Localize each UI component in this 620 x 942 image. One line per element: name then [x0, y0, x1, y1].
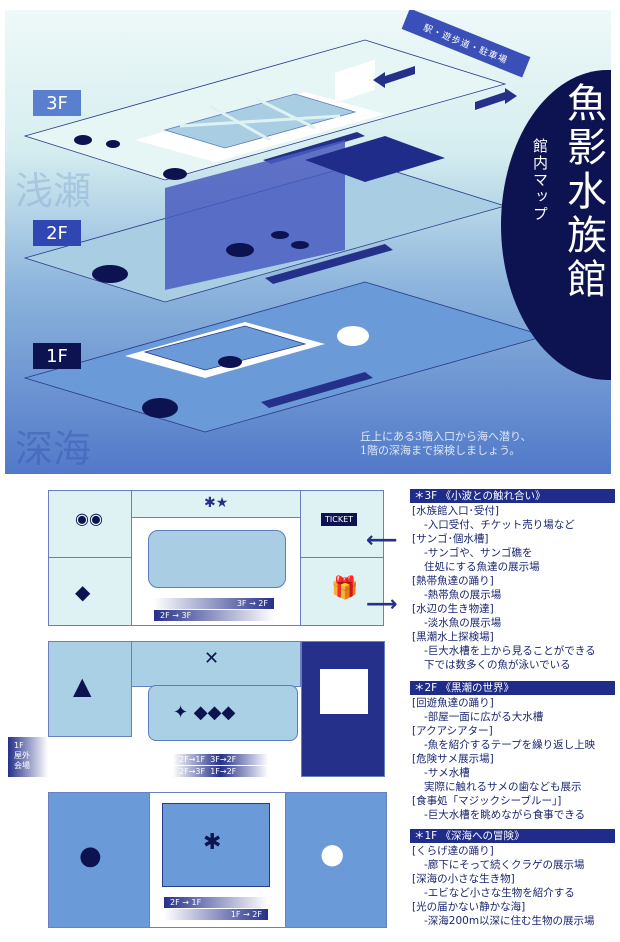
room-gift-shop[interactable]: 🎁: [300, 557, 384, 626]
legend-header-2f: ＊2F 《黒潮の世界》: [410, 681, 615, 695]
outdoor-venue-sign[interactable]: 1F 屋外 会場: [8, 737, 48, 777]
fish-icon: ◆: [75, 580, 91, 604]
lobster-icon: ✱: [203, 830, 222, 855]
legend-2f: ＊2F 《黒潮の世界》 [回遊魚達の踊り] -部屋一面に広がる大水槽 [アクアシ…: [410, 681, 615, 822]
stair-1f-2f[interactable]: 1F → 2F: [164, 909, 268, 920]
hero-caption: 丘上にある3階入口から海へ潜り、 1階の深海まで探検しましょう。: [360, 430, 532, 457]
aquarium-title: 魚影水族館: [560, 82, 606, 302]
room-coral[interactable]: ✱★: [131, 490, 301, 518]
room-small-creatures[interactable]: ✱ 2F → 1F 1F → 2F: [149, 792, 286, 928]
knife-fork-icon: ✕: [204, 648, 220, 669]
room-kuroshio-deck[interactable]: 3F → 2F 2F → 3F: [131, 517, 301, 626]
legend-header-3f: ＊3F 《小波との触れ合い》: [410, 489, 615, 503]
room-tropical-fish[interactable]: ◉◉: [48, 490, 132, 558]
zone-label-deep: 深海: [15, 427, 92, 471]
room-migratory-fish-tank[interactable]: ✦ ◆◆◆: [148, 685, 298, 741]
room-jellyfish[interactable]: ●: [285, 792, 387, 928]
legend-header-1f: ＊1F 《深海への冒険》: [410, 829, 615, 843]
stairs-2f-upper[interactable]: 2F→1F 3F→2F: [173, 754, 268, 765]
entrance-arrow-icon: ⟵: [366, 528, 398, 553]
stairs-2f-lower[interactable]: 2F→3F 1F→2F: [173, 766, 268, 777]
zone-label-shallow: 浅瀬: [15, 169, 92, 213]
floor-tag-3f: 3F: [33, 90, 81, 116]
room-freshwater[interactable]: ◆: [48, 557, 132, 626]
floor-plan-2f: ▲ ✕ ✦ ◆◆◆ 2F→1F 3F→2F 2F→3F 1F→2F 1F 屋外 …: [8, 641, 393, 777]
anglerfish-icon: ●: [79, 841, 102, 871]
floor-tag-2f: 2F: [33, 220, 81, 246]
stair-3f-2f[interactable]: 3F → 2F: [154, 598, 274, 609]
legend-1f: ＊1F 《深海への冒険》 [くらげ達の踊り] -廊下にそって続くクラゲの展示場 …: [410, 829, 615, 928]
stair-2f-1f[interactable]: 2F → 1F: [164, 897, 268, 908]
room-deep-sea[interactable]: ●: [48, 792, 150, 928]
room-shark-exhibit[interactable]: ▲: [48, 641, 132, 737]
exit-arrow-icon: ⟶: [366, 592, 398, 617]
jellyfish-icon: ●: [320, 837, 345, 870]
large-tank-top: [148, 530, 286, 588]
room-entrance-reception[interactable]: TICKET: [300, 490, 384, 558]
floor-plan-3f: ◉◉ ◆ ✱★ 3F → 2F 2F → 3F TICKET 🎁 ⟵ ⟶: [48, 490, 398, 626]
coral-starfish-icon: ✱★: [204, 495, 229, 511]
theater-icon: [320, 669, 368, 714]
ticket-icon: TICKET: [321, 513, 358, 526]
room-restaurant[interactable]: ✕: [131, 641, 301, 687]
small-creatures-tank: ✱: [162, 803, 270, 887]
manta-ray-tuna-icon: ✦ ◆◆◆: [173, 702, 236, 723]
stair-2f-3f[interactable]: 2F → 3F: [154, 610, 274, 621]
gift-icon: 🎁: [331, 576, 359, 601]
map-subtitle: 館内マップ: [531, 138, 549, 223]
legend-3f: ＊3F 《小波との触れ合い》 [水族館入口･受付] -入口受付、チケット売り場な…: [410, 489, 615, 672]
isometric-floors: [23, 39, 547, 433]
shark-icon: ▲: [73, 672, 92, 700]
floor-tag-1f: 1F: [33, 343, 81, 369]
room-aqua-theater[interactable]: [301, 641, 385, 777]
floor-plan-1f: ● ✱ 2F → 1F 1F → 2F ●: [48, 792, 393, 928]
clownfish-icon: ◉◉: [75, 509, 103, 528]
isometric-map-hero: 駅・遊歩道・駐車場 3F 2F 1F 浅瀬 深海 魚影水族館 館内マップ 丘上に…: [5, 10, 611, 474]
